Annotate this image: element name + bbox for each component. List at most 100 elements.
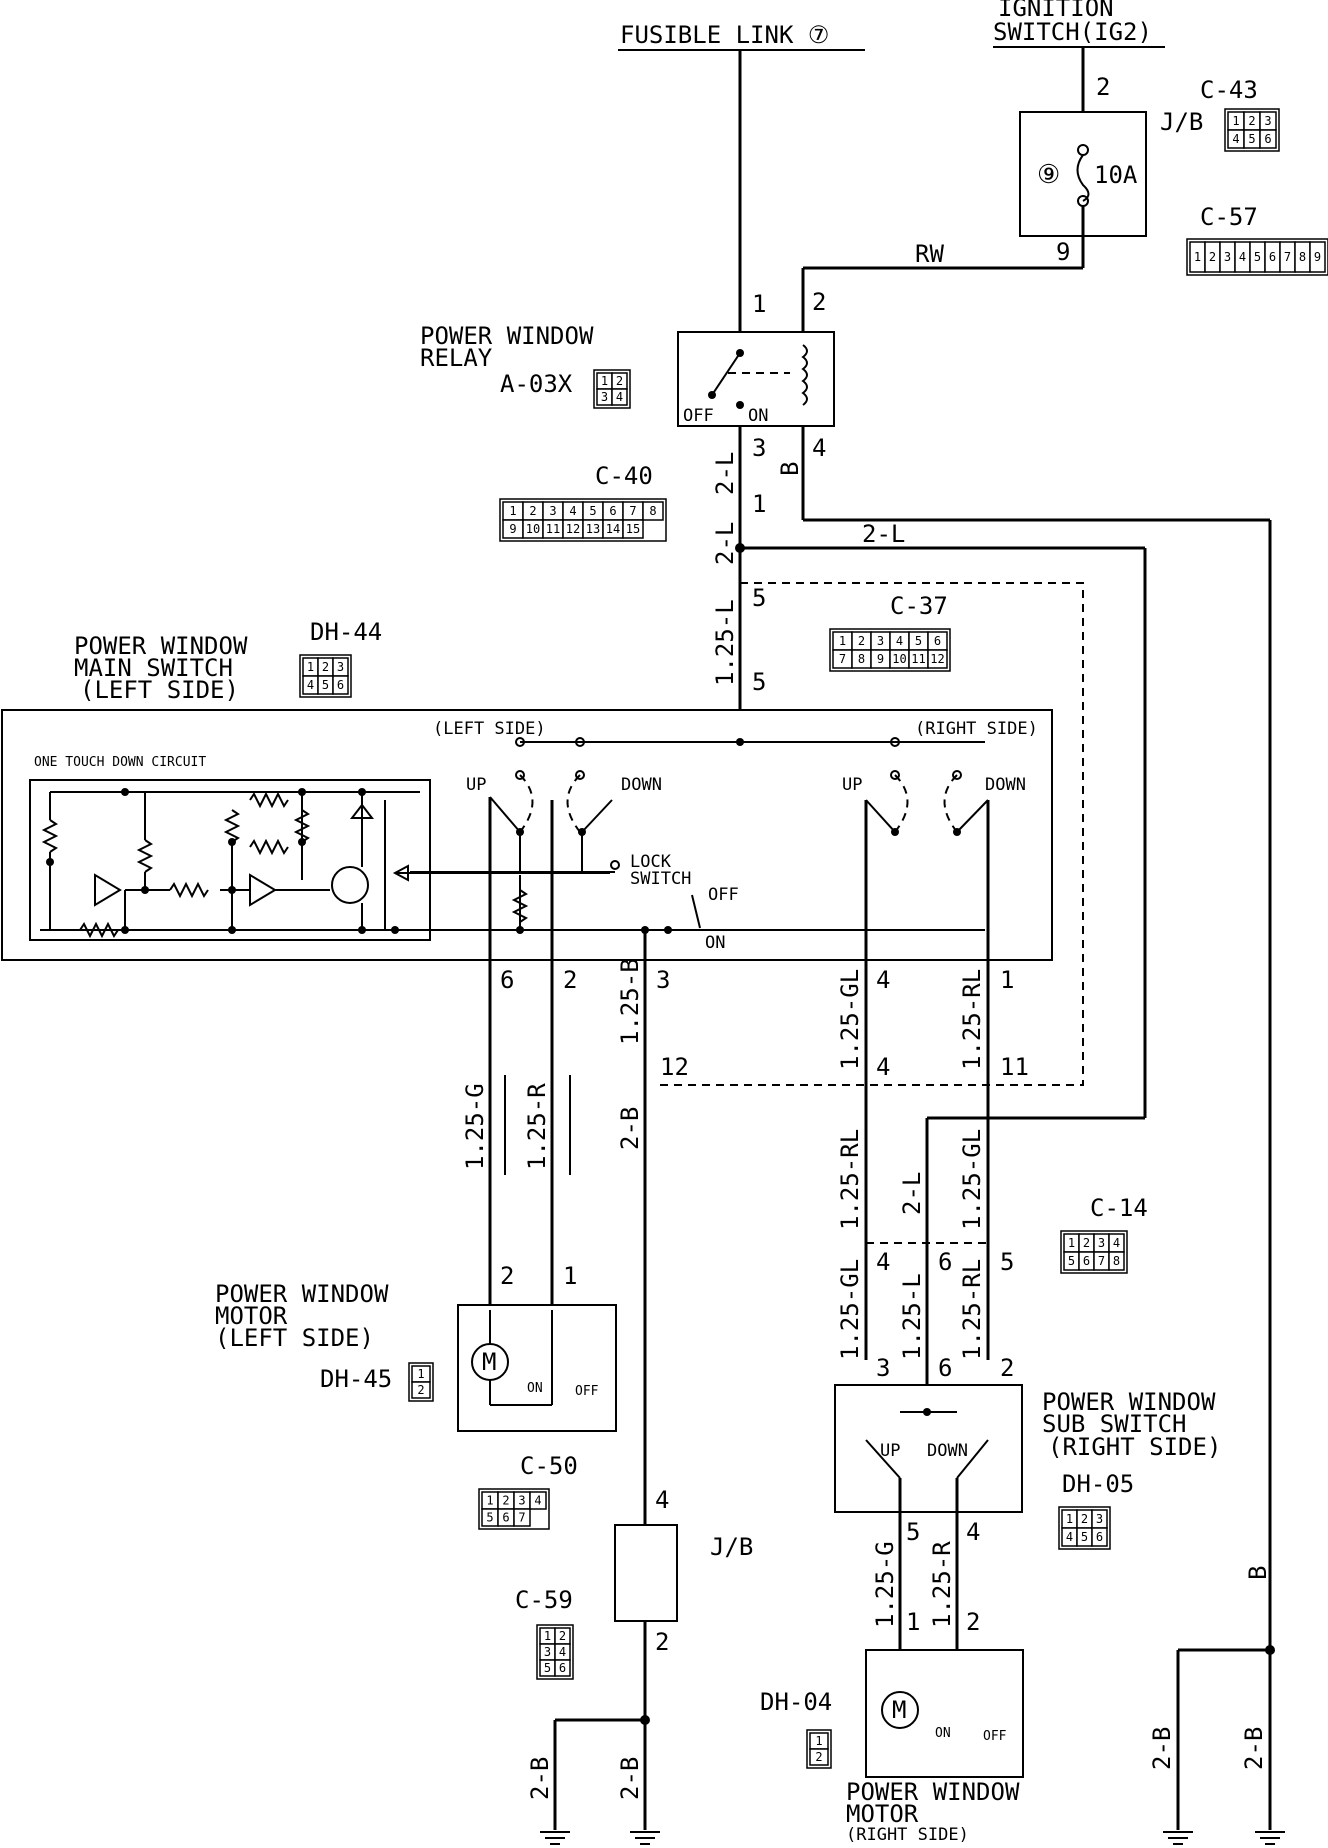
left-switch-down-contact [575,770,585,780]
relay-box [677,331,835,427]
connector-pin-number: 1 [307,660,314,674]
connector-dh45-label: DH-45 [320,1365,392,1393]
motor-right-label-3: (RIGHT SIDE) [846,1825,969,1845]
connector-pin-number: 1 [839,634,846,648]
fusible-link-label: FUSIBLE LINK ⑦ [620,21,829,49]
connector-pin-number: 3 [337,660,344,674]
motor-left-on: ON [527,1381,543,1396]
ground-symbol-right [1163,1831,1285,1845]
motor-right-label-2: MOTOR [846,1800,919,1828]
connector-pin-number: 3 [601,390,608,404]
connector-pin-number: 2 [858,634,865,648]
connector-pin-number: 7 [629,504,636,518]
connector-pin-number: 4 [559,1645,566,1659]
fuse-number: ⑨ [1037,160,1060,190]
connector-pin-number: 4 [307,678,314,692]
sub-switch-label-2: SUB SWITCH [1042,1410,1187,1438]
lock-switch-label-1: LOCK [630,852,672,872]
right-switch-link [943,774,958,833]
connector-pin-number: 6 [1264,132,1271,146]
wire-label-sub-g: 1.25-G [871,1541,899,1628]
connector-pin-number: 8 [1113,1254,1120,1268]
pin-label: 5 [1000,1248,1014,1276]
connector-pin-number: 5 [1068,1254,1075,1268]
connector-pin-number: 14 [606,522,620,536]
pin-label: 9 [1056,238,1070,266]
left-up-label: UP [466,775,486,795]
wire-label-2l-sub: 2-L [898,1172,926,1215]
connector-pin-number: 6 [337,678,344,692]
connector-pin-number: 9 [509,522,516,536]
connector-pin-number: 1 [1194,250,1201,264]
connector-pin-number: 4 [1113,1236,1120,1250]
wire-label-125l-low: 1.25-L [898,1273,926,1360]
connector-pin-cell [622,519,644,539]
pin-label: 4 [876,966,890,994]
motor-left-m: M [482,1348,496,1376]
relay-off-label: OFF [683,406,714,426]
connector-pin-number: 6 [1083,1254,1090,1268]
motor-left-label-2: MOTOR [215,1302,288,1330]
connector-pin-number: 13 [586,522,600,536]
left-switch-link [566,774,581,833]
connector-pin-number: 1 [509,504,516,518]
connector-pin-cell [332,675,349,695]
connector-c40-label: C-40 [595,462,653,490]
connector-pin-number: 10 [526,522,540,536]
motor-right-on: ON [935,1726,951,1741]
motor-right-box [865,1649,1024,1778]
wire-label-2b-gnd4: 2-B [1240,1727,1268,1770]
connector-c43-label: C-43 [1200,76,1258,104]
connector-pin-number: 3 [549,504,556,518]
relay-on-label: ON [748,406,768,426]
ground-node [664,926,672,934]
wire-label-125rl-low: 1.25-RL [958,1259,986,1360]
connector-pin-number: 2 [1081,1512,1088,1526]
connector-pin-number: 5 [589,504,596,518]
left-switch-top-contact [575,737,585,747]
connector-pin-cell [529,1491,547,1510]
pin-label: 1 [563,1262,577,1290]
sub-switch-box [834,1384,1023,1513]
connector-pin-number: 7 [839,652,846,666]
right-side-label: (RIGHT SIDE) [915,719,1038,739]
left-switch-up-contact [515,770,525,780]
connector-pin-number: 2 [417,1383,424,1397]
connector-pin-number: 4 [1239,250,1246,264]
connector-pin-number: 5 [1081,1530,1088,1544]
connector-pin-number: 4 [534,1494,541,1508]
pin-label: 4 [966,1518,980,1546]
motor-left-box [457,1304,617,1432]
connector-pin-cell [927,649,948,669]
connector-pin-number: 2 [815,1750,822,1764]
pin-label: 12 [660,1053,689,1081]
lock-contact [610,860,620,870]
pin-label: 4 [812,434,826,462]
right-switch-contact [952,770,962,780]
wire-label-125b: 1.25-B [616,958,644,1045]
sub-switch-node [923,1408,931,1416]
connector-pin-number: 3 [877,634,884,648]
pin-label: 1 [906,1608,920,1636]
pin-label: 5 [906,1518,920,1546]
pin-label: 1 [752,490,766,518]
pin-label: 2 [966,1608,980,1636]
connector-pin-number: 3 [1096,1512,1103,1526]
connector-pin-number: 8 [1299,250,1306,264]
pin-label: 2 [500,1262,514,1290]
connector-pin-number: 2 [322,660,329,674]
connector-pin-cell [1108,1251,1125,1271]
connector-pin-number: 4 [569,504,576,518]
connector-pin-number: 10 [892,652,906,666]
connector-pin-number: 8 [858,652,865,666]
connector-pin-number: 1 [1068,1236,1075,1250]
wire-label-125r: 1.25-R [523,1083,551,1170]
right-switch-node [953,828,961,836]
connector-pin-cell [554,1659,571,1677]
wire-label-125rl: 1.25-RL [958,969,986,1070]
connector-pin-number: 4 [1232,132,1239,146]
ignition-label-1: IGNITION [998,0,1114,22]
wire-label-125gl-low: 1.25-GL [836,1259,864,1360]
pin-label: 4 [876,1053,890,1081]
